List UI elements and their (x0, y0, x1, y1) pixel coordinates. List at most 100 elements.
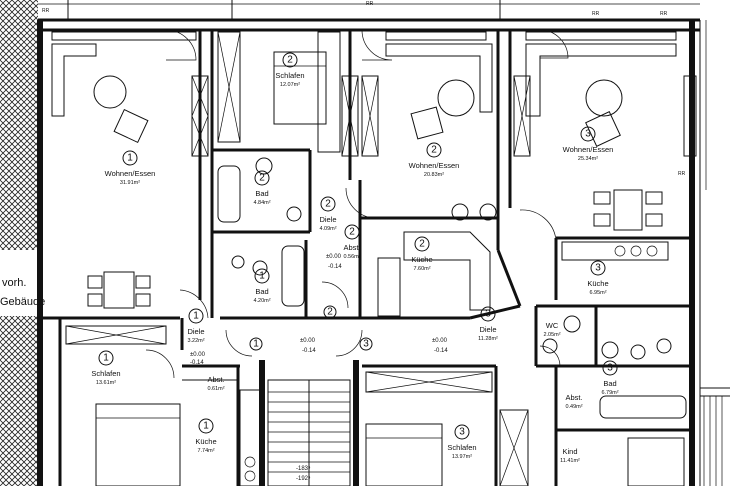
unit-marker-circle (254, 268, 270, 284)
room-area: 7.74m² (197, 448, 214, 454)
staircase (267, 379, 351, 486)
unit-number: 2 (431, 145, 437, 156)
unit-number: 1 (103, 353, 109, 364)
stair-level-1: -183⁵ (296, 465, 311, 472)
entrance-marker-1: 1 (253, 339, 259, 350)
unit-marker-circle (344, 224, 360, 240)
room-area: 6.79m² (601, 390, 618, 396)
elevations: ±0.00 -0.14 ±0.00 -0.14 ±0.00 -0.14 ±0.0… (190, 254, 448, 482)
room-name: Küche (411, 255, 432, 264)
unit-marker-circle (254, 170, 270, 186)
room-name: Wohnen/Essen (105, 169, 156, 178)
unit-number: 3 (595, 263, 601, 274)
room-area: 4.84m² (253, 200, 270, 206)
room-area: 13.97m² (452, 454, 472, 460)
unit-number: 1 (127, 153, 133, 164)
unit-marker-circle (414, 236, 430, 252)
elevation-4b: -0.14 (190, 360, 204, 366)
elevation-1: ±0.00 (326, 254, 342, 260)
room-name: Küche (195, 437, 216, 446)
elevation-3b: -0.14 (434, 348, 448, 354)
room-label-wc3: WC 2.05m² (543, 321, 560, 338)
neighbor-building-hatch (0, 0, 38, 486)
room-label-abstell1: Abst.0.61m² (207, 375, 224, 392)
entrance-marker-3: 3 (363, 339, 369, 350)
room-area: 0.49m² (565, 404, 582, 410)
unit-marker-circle (480, 306, 496, 322)
room-name: Schlafen (275, 71, 304, 80)
room-area: 31.91m² (120, 180, 140, 186)
room-label-kind3: Kind 11.41m² (560, 447, 580, 464)
room-area: 20.83m² (424, 172, 444, 178)
top-edge: RR RR RR RR RR (38, 0, 700, 177)
unit-marker-circle (282, 52, 298, 68)
room-name: Bad (603, 379, 616, 388)
entrance-markers: 1 2 3 (249, 305, 373, 351)
room-name: WC (546, 321, 559, 330)
unit-marker-circle (426, 142, 442, 158)
room-area: 6.95m² (589, 290, 606, 296)
room-name: Abst. (565, 393, 582, 402)
room-name: Wohnen/Essen (409, 161, 460, 170)
interior-walls (40, 30, 692, 486)
balcony-railing (700, 387, 730, 486)
unit-marker-circle (198, 418, 214, 434)
windows (51, 31, 697, 486)
unit-marker-circle (320, 196, 336, 212)
room-area: 2.05m² (543, 332, 560, 338)
unit-marker-circle (122, 150, 138, 166)
unit-number: 2 (349, 227, 355, 238)
room-area: 25.34m² (578, 156, 598, 162)
room-area: 11.41m² (560, 458, 580, 464)
room-area: 11.28m² (478, 336, 498, 342)
room-name: Diele (319, 215, 336, 224)
elevation-2b: -0.14 (302, 348, 316, 354)
room-name: Küche (587, 279, 608, 288)
unit-number: 3 (459, 427, 465, 438)
room-label-abstell3: Abst. 0.49m² (565, 393, 582, 410)
room-area: 7.60m² (413, 266, 430, 272)
room-name: Abst. (343, 243, 360, 252)
elevation-2: ±0.00 (300, 338, 316, 344)
furniture (51, 43, 687, 486)
room-area: 0.56m² (343, 254, 360, 260)
room-name: Diele (187, 327, 204, 336)
room-name: Bad (255, 287, 268, 296)
side-label-1: vorh. (2, 277, 26, 289)
doors (145, 29, 569, 379)
unit-number: 2 (287, 55, 293, 66)
unit-marker-circle (454, 424, 470, 440)
unit-number: 2 (419, 239, 425, 250)
top-tag-1: RR (42, 8, 50, 14)
unit-number: 2 (259, 173, 265, 184)
room-name: Schlafen (91, 369, 120, 378)
room-name: Kind (562, 447, 577, 456)
room-name: Diele (479, 325, 496, 334)
outer-walls (37, 20, 707, 486)
room-area: 3.22m² (187, 338, 204, 344)
unit-marker-circle (580, 126, 596, 142)
side-label-2: Gebäude (0, 296, 45, 308)
room-area: 0.61m² (207, 386, 224, 392)
unit-marker-circle (602, 360, 618, 376)
top-tag-5: RR (678, 171, 686, 177)
room-area: 13.61m² (96, 380, 116, 386)
unit-marker-circle (188, 308, 204, 324)
unit-number: 3 (485, 309, 491, 320)
